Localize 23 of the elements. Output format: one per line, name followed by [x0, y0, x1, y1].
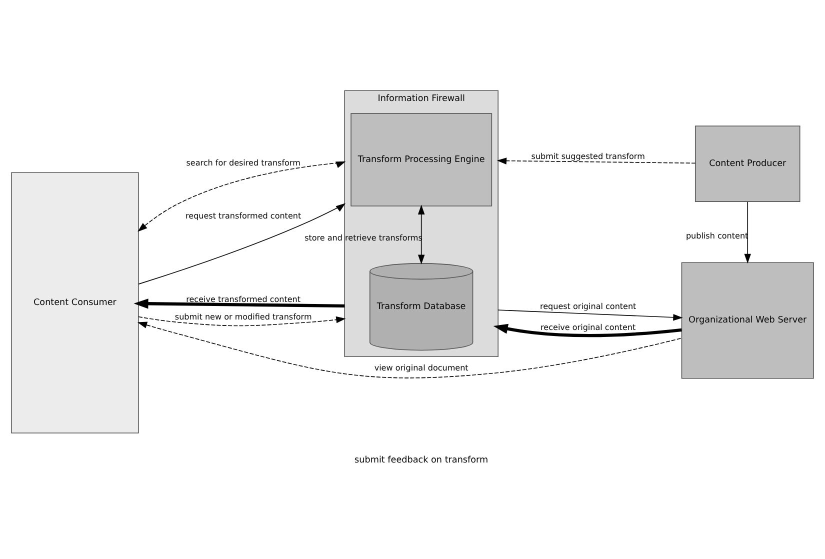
arrow [134, 298, 345, 309]
arrow [138, 161, 346, 232]
arrow [137, 322, 682, 378]
arrow [418, 204, 425, 264]
arrow [498, 310, 683, 321]
node-box: Content Consumer [11, 172, 139, 434]
arrow [493, 324, 682, 338]
arrow [138, 316, 346, 326]
edge-label: submit suggested transform [531, 152, 645, 161]
edge-label: search for desired transform [186, 158, 300, 168]
edge-label: request original content [540, 302, 636, 312]
edge-label: view original document [374, 363, 468, 372]
edge-label: receive original content [540, 323, 636, 332]
node-box: Content Producer [694, 126, 800, 202]
edge-label: request transformed content [186, 211, 302, 220]
arrow [138, 203, 346, 284]
node-box: Organizational Web Server [681, 262, 814, 379]
label: submit feedback on transform [354, 456, 488, 466]
edge-label: submit new or modified transform [174, 312, 312, 322]
edge-label: receive transformed content [186, 295, 301, 304]
node-box: Transform Processing Engine [350, 113, 492, 206]
arrow [496, 158, 696, 164]
arrow [744, 201, 751, 264]
